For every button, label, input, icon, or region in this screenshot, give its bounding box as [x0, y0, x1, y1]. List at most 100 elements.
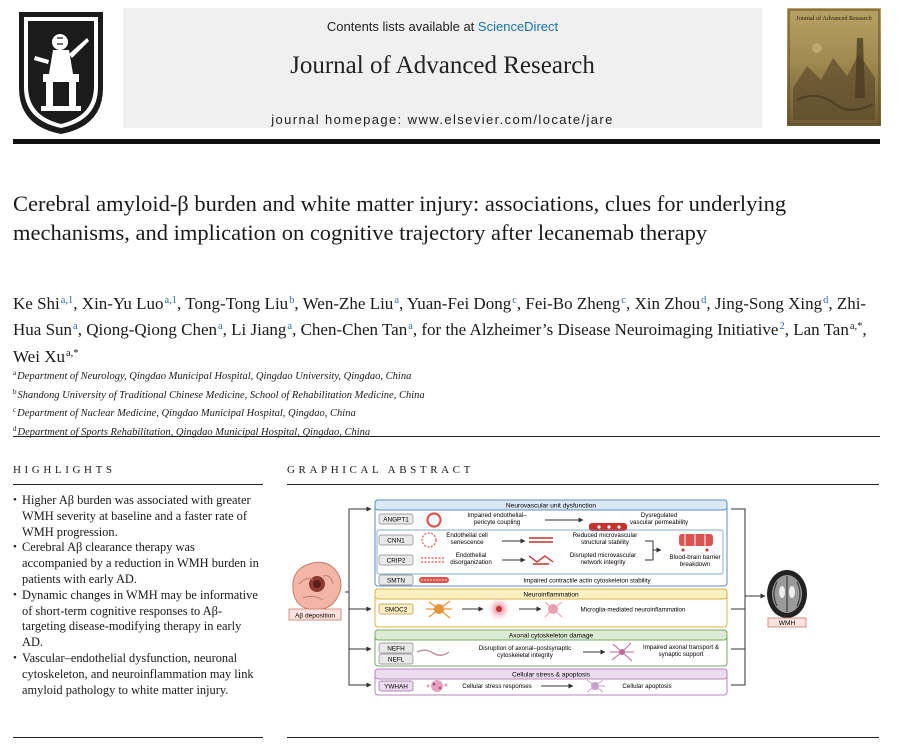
author-name[interactable]: Wei Xu — [13, 346, 65, 366]
author-list: Ke Shia,1, Xin-Yu Luoa,1, Tong-Tong Liub… — [13, 294, 867, 366]
section-title-nvu: Neurovascular unit dysfunction — [506, 503, 596, 510]
affiliation-list: aDepartment of Neurology, Qingdao Munici… — [13, 366, 713, 440]
microvessel-stable-icon — [529, 537, 553, 543]
disrupted-network-icon — [528, 555, 554, 565]
affiliation-item: aDepartment of Neurology, Qingdao Munici… — [13, 366, 713, 385]
section-stress-apoptosis: Cellular stress & apoptosis YWHAH Cellul… — [374, 668, 728, 696]
highlight-item: Dynamic changes in WMH may be informativ… — [13, 588, 261, 651]
gene-smoc2: SMOC2 — [385, 606, 408, 613]
author-name[interactable]: Yuan-Fei Dong — [406, 294, 512, 313]
author-name[interactable]: Ke Shi — [13, 294, 60, 313]
label-senescence-1: Endothelial cell — [446, 532, 488, 539]
gene-tag-crip2 — [378, 554, 414, 566]
gene-crip2: CRIP2 — [387, 557, 406, 564]
journal-masthead: Contents lists available at ScienceDirec… — [123, 8, 762, 128]
affiliation-item: dDepartment of Sports Rehabilitation, Qi… — [13, 422, 713, 441]
disorganized-endothelium-icon — [421, 557, 445, 563]
label-transport-2: synaptic support — [658, 651, 703, 658]
author-name[interactable]: Lan Tan — [793, 320, 849, 340]
label-stress-resp: Cellular stress responses — [462, 683, 531, 690]
author-affiliation-marks[interactable]: b — [289, 295, 295, 306]
author-affiliation-marks[interactable]: a — [218, 321, 223, 333]
author-name[interactable]: Wen-Zhe Liu — [302, 294, 394, 313]
highlights-bottom-rule — [13, 737, 263, 738]
author-affiliation-marks[interactable]: d — [823, 295, 829, 306]
affiliation-key: b — [13, 387, 17, 396]
section-title-neuroinflammation: Neuroinflammation — [523, 592, 579, 599]
article-title: Cerebral amyloid-β burden and white matt… — [13, 191, 787, 245]
graphical-abstract-bottom-rule — [287, 737, 879, 738]
contents-prefix: Contents lists available at — [326, 19, 475, 34]
label-apoptosis: Cellular apoptosis — [622, 683, 671, 690]
section-title-stress: Cellular stress & apoptosis — [512, 672, 591, 679]
author-affiliation-marks[interactable]: a,1 — [164, 295, 178, 306]
author-affiliation-marks[interactable]: c — [621, 295, 626, 306]
activated-microglia-icon — [544, 601, 563, 618]
author-affiliation-marks[interactable]: a — [408, 321, 413, 333]
label-disrupted-1: Disrupted microvascular — [570, 552, 636, 559]
author-name[interactable]: Xin Zhou — [634, 294, 701, 313]
author-name[interactable]: Qiong-Qiong Chen — [86, 320, 217, 340]
right-connectors — [731, 508, 766, 686]
graphical-abstract-rule — [287, 484, 879, 485]
author-affiliation-marks[interactable]: 2 — [779, 321, 785, 333]
gene-smtn: SMTN — [387, 577, 405, 584]
author-name[interactable]: Xin-Yu Luo — [81, 294, 164, 313]
damaged-neuron-icon — [610, 642, 634, 662]
label-disorg-2: disorganization — [450, 559, 492, 566]
author-affiliation-marks[interactable]: a,1 — [60, 295, 74, 306]
contents-line: Contents lists available at ScienceDirec… — [123, 19, 762, 34]
leaky-vessel-icon — [589, 523, 627, 531]
author-name[interactable]: Li Jiang — [231, 320, 287, 340]
affiliation-key: d — [13, 424, 17, 433]
author-affiliation-marks[interactable]: a,* — [849, 321, 863, 333]
label-axo-2: cytoskeletal integrity — [497, 652, 554, 659]
apoptotic-cell-icon — [586, 679, 605, 693]
section-neurovascular: Neurovascular unit dysfunction ANGPT1 Im… — [374, 499, 728, 587]
author-affiliation-marks[interactable]: a — [73, 321, 78, 333]
author-name[interactable]: Zhi-Hua Sun — [13, 294, 867, 340]
affiliation-text: Department of Neurology, Qingdao Municip… — [17, 371, 412, 382]
stressed-cell-icon — [426, 680, 448, 692]
gene-ywhah: YWHAH — [384, 683, 408, 690]
section-neuroinflammation: Neuroinflammation SMOC2 Microglia-mediat… — [374, 588, 728, 628]
highlight-item: Higher Aβ burden was associated with gre… — [13, 493, 261, 540]
label-disorg-1: Endothelial — [456, 552, 487, 559]
author-affiliation-marks[interactable]: a,* — [65, 347, 79, 359]
abeta-label-box — [288, 608, 342, 621]
sciencedirect-link[interactable]: ScienceDirect — [477, 19, 559, 34]
highlights-list: Higher Aβ burden was associated with gre… — [13, 493, 261, 698]
label-disrupted-2: network integrity — [580, 559, 626, 566]
wmh-label: WMH — [779, 620, 796, 627]
author-affiliation-marks[interactable]: c — [512, 295, 517, 306]
author-name[interactable]: Tong-Tong Liu — [185, 294, 289, 313]
label-endo-peri-1: Impaired endothelial– — [467, 512, 527, 519]
gene-nefh: NEFH — [387, 645, 405, 652]
affiliation-key: a — [13, 369, 17, 377]
axon-fiber-icon — [416, 649, 450, 656]
affiliation-text: Department of Sports Rehabilitation, Qin… — [17, 426, 371, 438]
label-bbb-2: breakdown — [680, 561, 711, 568]
graphical-abstract-heading: GRAPHICAL ABSTRACT — [287, 464, 474, 476]
author-name[interactable]: for the Alzheimer’s Disease Neuroimaging… — [421, 320, 779, 340]
affiliation-item: cDepartment of Nuclear Medicine, Qingdao… — [13, 403, 713, 422]
label-reduced-1: Reduced microvascular — [573, 532, 638, 539]
highlights-heading: HIGHLIGHTS — [13, 464, 116, 476]
section-title-axonal: Axonal cytoskeleton damage — [509, 633, 594, 640]
gene-nefl: NEFL — [388, 656, 405, 663]
author-name[interactable]: Fei-Bo Zheng — [525, 294, 621, 313]
bbb-breakdown-icon — [679, 534, 713, 552]
abeta-deposition-label: Aβ deposition — [295, 613, 335, 620]
author-name[interactable]: Chen-Chen Tan — [300, 320, 408, 340]
author-affiliation-marks[interactable]: a — [394, 295, 399, 306]
journal-homepage[interactable]: journal homepage: www.elsevier.com/locat… — [271, 112, 614, 127]
label-actin: Impaired contractile actin cytoskeleton … — [523, 578, 651, 585]
section-axonal: Axonal cytoskeleton damage NEFH NEFL Dis… — [374, 629, 728, 667]
author-affiliation-marks[interactable]: a — [287, 321, 293, 333]
gene-tag-cnn1 — [378, 534, 414, 546]
gene-tag-nefl — [378, 653, 414, 665]
author-name[interactable]: Jing-Song Xing — [714, 294, 823, 313]
journal-name: Journal of Advanced Research — [290, 52, 595, 79]
label-axo-1: Disruption of axonal–postsynaptic — [479, 645, 572, 652]
author-affiliation-marks[interactable]: d — [701, 295, 707, 306]
